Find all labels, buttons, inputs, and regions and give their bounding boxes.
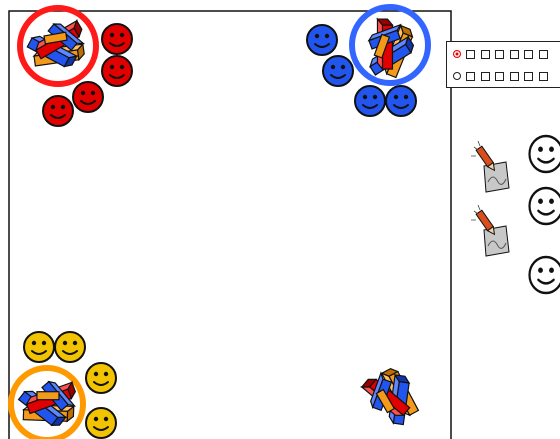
yellow-piece[interactable] — [86, 363, 116, 393]
score-cell — [495, 72, 504, 81]
score-cell — [495, 50, 504, 59]
smiley-face-icon[interactable] — [530, 188, 560, 224]
score-cell — [510, 50, 519, 59]
score-row-2 — [453, 70, 553, 82]
pencil-and-paper-icon[interactable] — [471, 141, 509, 192]
blue-piece[interactable] — [355, 86, 385, 116]
red-piece[interactable] — [73, 82, 103, 112]
turn-indicator — [453, 72, 461, 80]
yellow-piece[interactable] — [86, 408, 116, 438]
smiley-face-icon[interactable] — [530, 136, 560, 172]
yellow-piece[interactable] — [24, 332, 54, 362]
score-row-1 — [453, 48, 553, 60]
red-piece[interactable] — [43, 96, 73, 126]
red-piece[interactable] — [102, 24, 132, 54]
score-cell — [481, 72, 490, 81]
score-cell — [481, 50, 490, 59]
pencil-and-paper-icon[interactable] — [471, 205, 509, 256]
score-panel — [446, 41, 560, 88]
score-cell — [466, 72, 475, 81]
score-cell — [524, 72, 533, 81]
score-cell — [539, 50, 548, 59]
blue-piece[interactable] — [386, 86, 416, 116]
score-cell — [524, 50, 533, 59]
turn-indicator-active — [453, 50, 461, 58]
smiley-face-icon[interactable] — [530, 257, 560, 293]
blue-piece[interactable] — [307, 25, 337, 55]
blue-piece[interactable] — [323, 56, 353, 86]
score-cell — [466, 50, 475, 59]
score-cell — [539, 72, 548, 81]
score-cell — [510, 72, 519, 81]
yellow-piece[interactable] — [55, 332, 85, 362]
red-piece[interactable] — [102, 56, 132, 86]
